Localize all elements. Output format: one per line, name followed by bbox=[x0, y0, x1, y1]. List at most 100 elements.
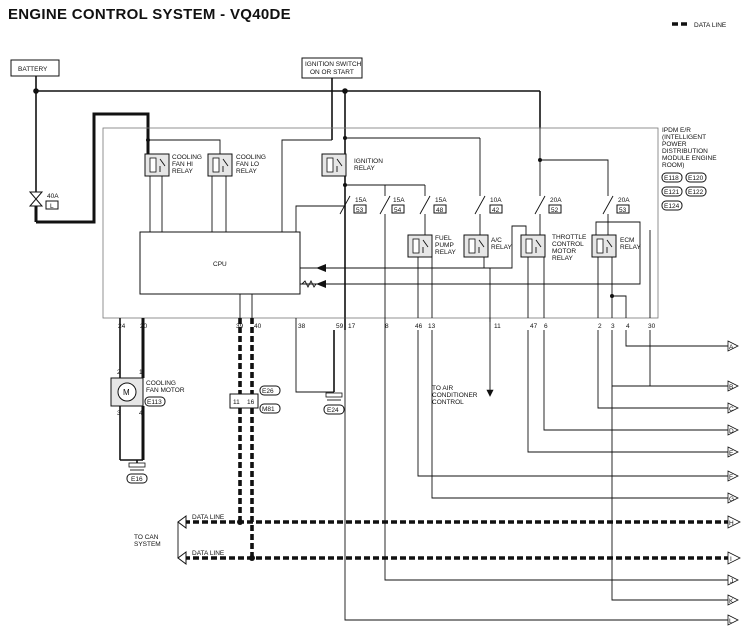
svg-text:I: I bbox=[730, 556, 732, 563]
svg-text:MOTOR: MOTOR bbox=[552, 248, 576, 255]
terminal-J: J bbox=[727, 574, 739, 586]
svg-text:A: A bbox=[729, 344, 734, 351]
svg-text:E121: E121 bbox=[664, 189, 680, 196]
svg-text:CONTROL: CONTROL bbox=[432, 399, 464, 406]
terminal-A: A bbox=[727, 340, 739, 352]
throttle-control-motor-relay: THROTTLE CONTROL MOTOR RELAY bbox=[520, 234, 587, 262]
svg-text:A/C: A/C bbox=[491, 237, 502, 244]
svg-text:PUMP: PUMP bbox=[435, 242, 454, 249]
svg-text:E: E bbox=[729, 450, 734, 457]
svg-text:6: 6 bbox=[544, 323, 548, 330]
terminal-E: E bbox=[727, 446, 739, 458]
svg-text:RELAY: RELAY bbox=[236, 168, 257, 175]
fuse-15a-54: 15A 54 bbox=[379, 185, 405, 215]
svg-text:RELAY: RELAY bbox=[172, 168, 193, 175]
joint-connector: 11 16 E26 M81 bbox=[229, 385, 281, 414]
fuse-40a-num: L bbox=[50, 203, 54, 210]
svg-text:RELAY: RELAY bbox=[354, 165, 375, 172]
svg-text:11: 11 bbox=[233, 399, 240, 406]
svg-text:30: 30 bbox=[648, 323, 656, 330]
svg-text:CONTROL: CONTROL bbox=[552, 241, 584, 248]
svg-text:E120: E120 bbox=[688, 175, 704, 182]
svg-text:L: L bbox=[729, 618, 733, 625]
ignition-switch: IGNITION SWITCH ON OR START bbox=[301, 57, 363, 79]
svg-text:53: 53 bbox=[356, 207, 364, 214]
svg-text:15A: 15A bbox=[435, 197, 447, 204]
svg-text:FAN LO: FAN LO bbox=[236, 161, 259, 168]
svg-text:E118: E118 bbox=[664, 175, 679, 182]
fuse-20a-52: 20A 52 bbox=[534, 128, 562, 215]
svg-text:ECM: ECM bbox=[620, 237, 634, 244]
cpu: CPU bbox=[139, 231, 301, 295]
svg-text:2: 2 bbox=[598, 323, 602, 330]
svg-text:COOLING: COOLING bbox=[172, 154, 202, 161]
svg-text:COOLING: COOLING bbox=[236, 154, 266, 161]
svg-text:K: K bbox=[729, 598, 734, 605]
terminal-I: I bbox=[727, 551, 741, 565]
ipdm-er-box bbox=[102, 127, 659, 319]
svg-text:11: 11 bbox=[494, 323, 501, 330]
connector-pin-numbers: 24 20 39 40 38 59 17 8 46 13 11 47 6 2 3… bbox=[118, 323, 656, 330]
svg-text:CONDITIONER: CONDITIONER bbox=[432, 392, 478, 399]
svg-text:TO AIR: TO AIR bbox=[432, 385, 453, 392]
svg-text:THROTTLE: THROTTLE bbox=[552, 234, 587, 241]
svg-text:E113: E113 bbox=[147, 399, 162, 406]
svg-text:8: 8 bbox=[385, 323, 389, 330]
svg-text:39: 39 bbox=[236, 323, 244, 330]
svg-text:J: J bbox=[730, 578, 733, 585]
svg-text:RELAY: RELAY bbox=[620, 244, 641, 251]
ignition-switch-label: IGNITION SWITCH bbox=[305, 61, 362, 68]
terminal-F: F bbox=[727, 470, 739, 482]
svg-text:F: F bbox=[729, 474, 733, 481]
legend-label: DATA LINE bbox=[694, 22, 727, 29]
to-can-system: TO CAN SYSTEM bbox=[134, 534, 161, 548]
ground-e16: E16 bbox=[126, 460, 148, 484]
fuse-20a-53: 20A 53 bbox=[538, 158, 630, 215]
svg-text:13: 13 bbox=[428, 323, 436, 330]
svg-text:FAN HI: FAN HI bbox=[172, 161, 193, 168]
svg-text:FUEL: FUEL bbox=[435, 235, 452, 242]
ecm-relay: ECM RELAY bbox=[591, 234, 641, 258]
svg-text:48: 48 bbox=[436, 207, 444, 214]
svg-text:FAN MOTOR: FAN MOTOR bbox=[146, 387, 185, 394]
svg-text:15A: 15A bbox=[355, 197, 367, 204]
ipdm-connectors: E118 E120 E121 E122 E124 bbox=[661, 172, 707, 211]
terminal-B: B bbox=[727, 380, 739, 392]
terminal-G: G bbox=[727, 492, 739, 504]
fuse-15a-53: 15A 53 bbox=[339, 185, 367, 215]
ipdm-label: IPDM E/R (INTELLIGENT POWER DISTRIBUTION… bbox=[662, 127, 717, 169]
svg-text:RELAY: RELAY bbox=[435, 249, 456, 256]
fusible-link-icon bbox=[28, 191, 44, 207]
svg-text:SYSTEM: SYSTEM bbox=[134, 541, 161, 548]
svg-text:40: 40 bbox=[254, 323, 262, 330]
svg-text:2: 2 bbox=[117, 369, 121, 376]
svg-text:E24: E24 bbox=[327, 407, 339, 414]
ground-e24: E24 bbox=[323, 392, 345, 415]
svg-text:3: 3 bbox=[611, 323, 615, 330]
motor-icon: M bbox=[123, 388, 130, 397]
svg-text:47: 47 bbox=[530, 323, 538, 330]
diagram-title: ENGINE CONTROL SYSTEM - VQ40DE bbox=[8, 6, 291, 23]
svg-text:B: B bbox=[729, 384, 733, 391]
terminal-K: K bbox=[727, 594, 739, 606]
ignition-relay: IGNITION RELAY bbox=[321, 153, 383, 177]
svg-text:G: G bbox=[729, 496, 734, 503]
data-line-label-2: DATA LINE bbox=[192, 550, 225, 557]
svg-text:IGNITION: IGNITION bbox=[354, 158, 383, 165]
svg-text:POWER: POWER bbox=[662, 141, 687, 148]
svg-text:C: C bbox=[729, 406, 734, 413]
terminal-H: H bbox=[727, 515, 741, 529]
svg-text:4: 4 bbox=[139, 410, 143, 417]
cooling-fan-motor: M 2 1 3 4 COOLING FAN MOTOR E113 bbox=[110, 369, 185, 417]
svg-text:53: 53 bbox=[619, 207, 627, 214]
svg-text:TO CAN: TO CAN bbox=[134, 534, 159, 541]
fuse-40a-amp: 40A bbox=[47, 193, 59, 200]
terminal-C: C bbox=[727, 402, 739, 414]
svg-text:17: 17 bbox=[348, 323, 356, 330]
terminal-D: D bbox=[727, 424, 739, 436]
svg-text:16: 16 bbox=[247, 399, 255, 406]
svg-text:M81: M81 bbox=[262, 406, 275, 413]
legend: DATA LINE bbox=[672, 22, 727, 29]
svg-text:4: 4 bbox=[626, 323, 630, 330]
